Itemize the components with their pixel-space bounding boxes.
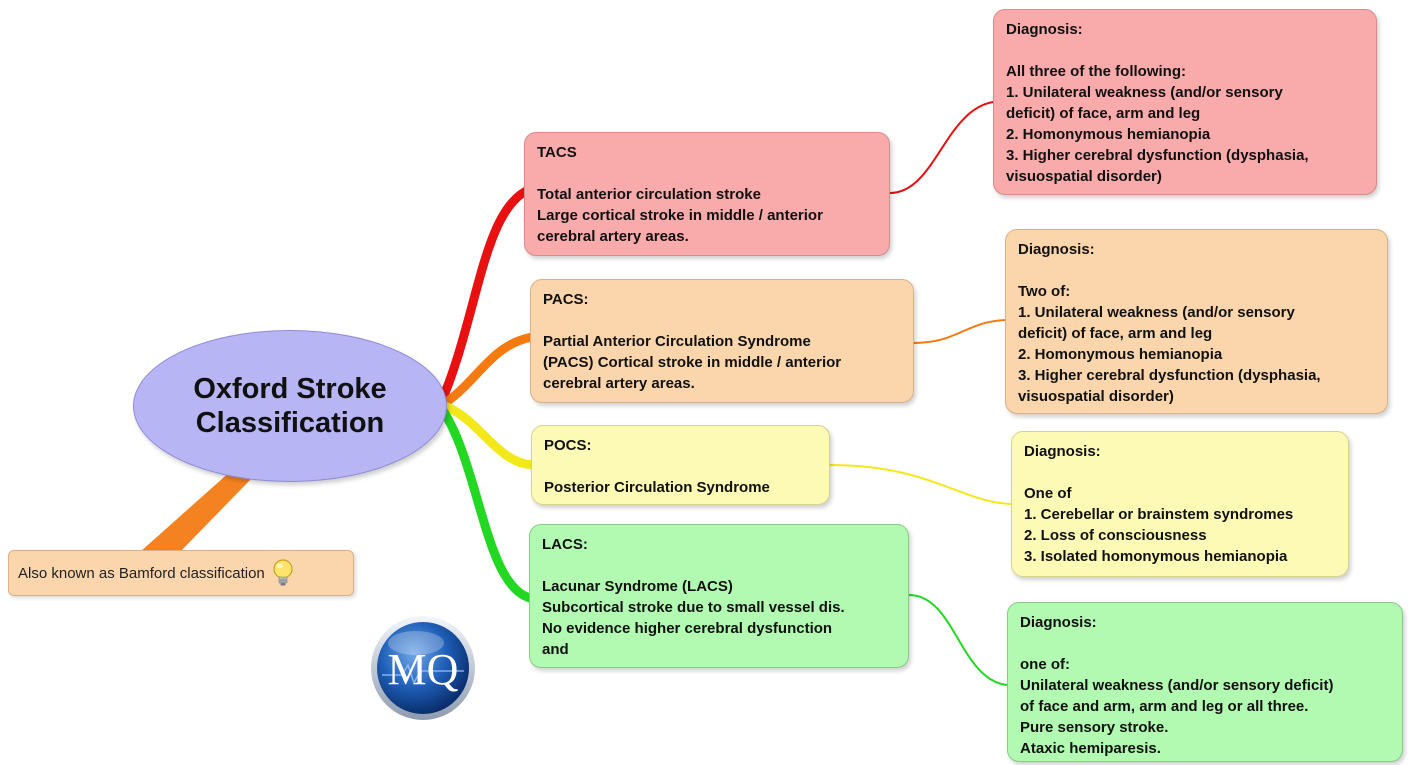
mq-logo-text: MQ (388, 645, 459, 694)
link-lacs-diagnosis (908, 594, 1008, 686)
lightbulb-icon (273, 559, 293, 586)
diagnosis-pocs[interactable]: Diagnosis: One of 1. Cerebellar or brain… (1011, 431, 1349, 577)
topic-pacs[interactable]: PACS: Partial Anterior Circulation Syndr… (530, 279, 914, 403)
branch-tacs (435, 185, 533, 410)
central-topic[interactable]: Oxford Stroke Classification (133, 330, 447, 482)
topic-tacs[interactable]: TACS Total anterior circulation stroke L… (524, 132, 890, 256)
note-box[interactable]: Also known as Bamford classification (8, 550, 354, 596)
link-tacs-diagnosis (889, 101, 994, 194)
diagnosis-lacs[interactable]: Diagnosis: one of: Unilateral weakness (… (1007, 602, 1403, 762)
topic-lacs[interactable]: LACS: Lacunar Syndrome (LACS) Subcortica… (529, 524, 909, 668)
note-text: Also known as Bamford classification (18, 564, 265, 582)
diagnosis-tacs[interactable]: Diagnosis: All three of the following: 1… (993, 9, 1377, 195)
topic-pocs[interactable]: POCS: Posterior Circulation Syndrome (531, 425, 830, 505)
link-pocs-diagnosis (829, 464, 1012, 505)
note-connector (140, 470, 252, 552)
diagnosis-pacs[interactable]: Diagnosis: Two of: 1. Unilateral weaknes… (1005, 229, 1388, 414)
branch-pacs (437, 332, 537, 410)
branch-lacs (435, 401, 535, 603)
link-pacs-diagnosis (912, 319, 1006, 344)
branch-pocs (437, 400, 537, 470)
mq-logo: MQ (371, 616, 475, 720)
central-topic-title: Oxford Stroke Classification (193, 373, 387, 439)
